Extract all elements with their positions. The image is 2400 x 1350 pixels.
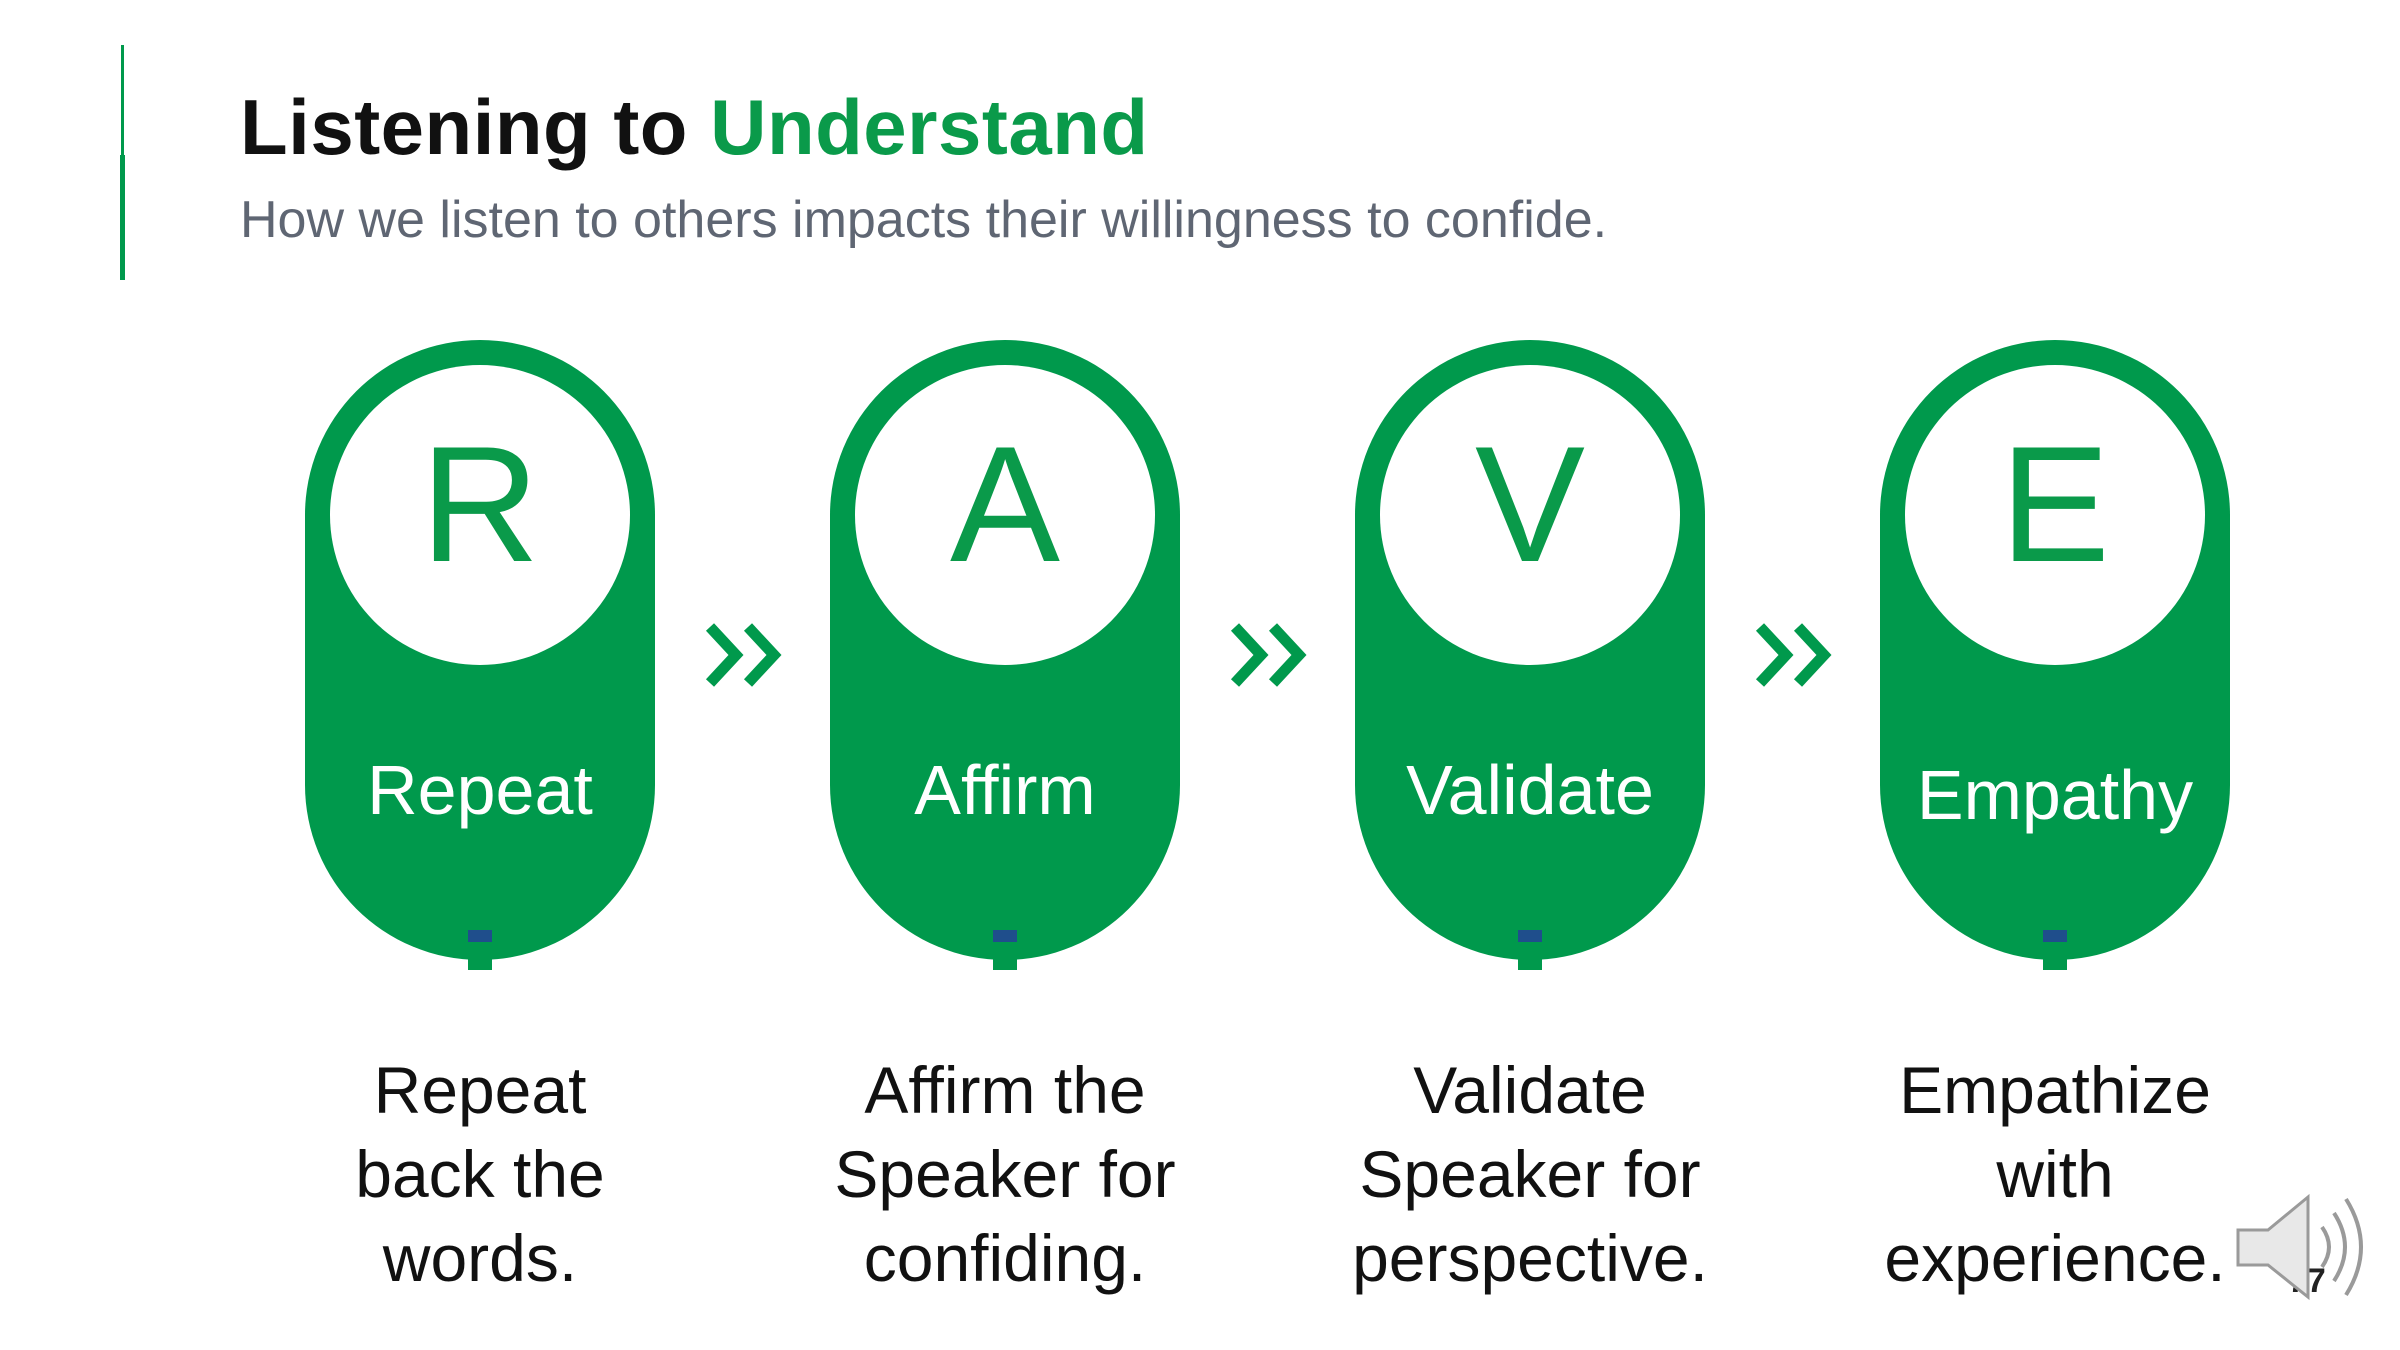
step-word-repeat: Repeat <box>367 751 593 829</box>
accent-bar-top <box>121 45 124 155</box>
double-chevron-right-icon <box>1750 615 1850 695</box>
speaker-icon[interactable] <box>2230 1185 2375 1310</box>
double-chevron-right-icon <box>700 615 800 695</box>
step-word-affirm: Affirm <box>914 751 1096 829</box>
step-description-affirm: Affirm the Speaker for confiding. <box>834 1053 1176 1295</box>
step-letter-e: E <box>1999 412 2111 596</box>
step-letter-a: A <box>949 412 1061 596</box>
double-chevron-right-icon <box>1225 615 1325 695</box>
slide-title: Listening to Understand <box>240 82 1149 173</box>
step-letter-v: V <box>1474 412 1586 596</box>
step-shape-affirm <box>830 340 1180 970</box>
step-shape-validate <box>1355 340 1705 970</box>
title-part-1: Listening to <box>240 83 688 171</box>
step-description-repeat: Repeat back the words. <box>355 1053 605 1295</box>
step-word-empathy: Empathy <box>1916 756 2194 834</box>
step-description-validate: Validate Speaker for perspective. <box>1352 1053 1708 1295</box>
step-word-validate: Validate <box>1406 751 1654 829</box>
step-description-empathy: Empathize with experience. <box>1884 1053 2226 1295</box>
step-letter-r: R <box>420 412 540 596</box>
accent-bar-bottom <box>120 155 125 280</box>
title-highlight: Understand <box>710 83 1149 171</box>
step-shape-empathy <box>1880 340 2230 970</box>
step-shape-repeat <box>305 340 655 970</box>
slide-subtitle: How we listen to others impacts their wi… <box>240 191 1608 249</box>
